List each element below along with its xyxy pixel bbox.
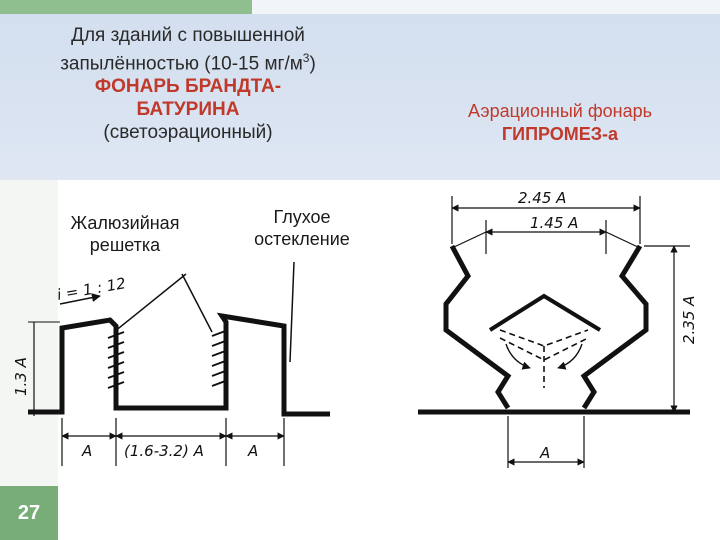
louver-grille-left [107,331,125,389]
right-title-line2: ГИПРОМЕЗ-а [501,124,619,144]
right-title-line1: Аэрационный фонарь [467,101,653,121]
left-title-line5: (светоэрационный) [103,122,273,144]
dim-center-label: (1.6-3.2) A [124,442,204,460]
left-lantern-diagram [28,261,330,466]
right-title: Аэрационный фонарь ГИПРОМЕЗ-а [410,100,710,146]
label-glazing: Глухое остекление [254,207,350,249]
top-dimension-lines [451,196,641,254]
left-title-line2: запылённостью (10-15 мг/м3) [60,51,316,75]
left-title-line4: БАТУРИНА [136,99,240,121]
left-wind-shield [443,244,512,410]
flap-arrow-right [557,343,583,370]
page-number: 27 [0,486,58,540]
dim-top-inner-label: 1.45 A [530,214,578,232]
dim-right-label: A [247,442,258,460]
dim-height-right-label: 2.35 A [680,296,698,344]
louver-grille-right [211,329,229,387]
header-band [0,14,720,180]
height-label: 1.3 A [12,357,30,396]
top-accent-bar [0,0,252,14]
right-lantern-diagram [418,196,690,468]
label-louver: Жалюзийная решетка [70,213,180,255]
leader-louver-2 [113,273,187,333]
left-title: Для зданий с повышенной запылённостью (1… [0,24,376,144]
dim-left-label: A [81,442,92,460]
slope-arrow [59,293,101,305]
left-title-line1: Для зданий с повышенной [71,25,305,46]
side-bar [0,180,58,540]
dim-bottom-right-label: A [539,444,550,462]
leader-louver [181,273,213,333]
right-wind-shield [580,244,649,410]
flap-arrow-left [505,343,531,370]
inner-flaps [499,329,589,388]
left-roof-profile [28,312,330,417]
bottom-dimension-lines [61,418,285,466]
height-dimension-right [644,245,690,413]
canopy-roof [488,293,602,332]
dim-top-outer-label: 2.45 A [518,189,566,207]
leader-glazing [289,261,295,363]
bottom-dimension-right [507,416,585,468]
left-title-line3: ФОНАРЬ БРАНДТА- [94,76,282,98]
slope-label: i = 1 : 12 [56,274,128,304]
